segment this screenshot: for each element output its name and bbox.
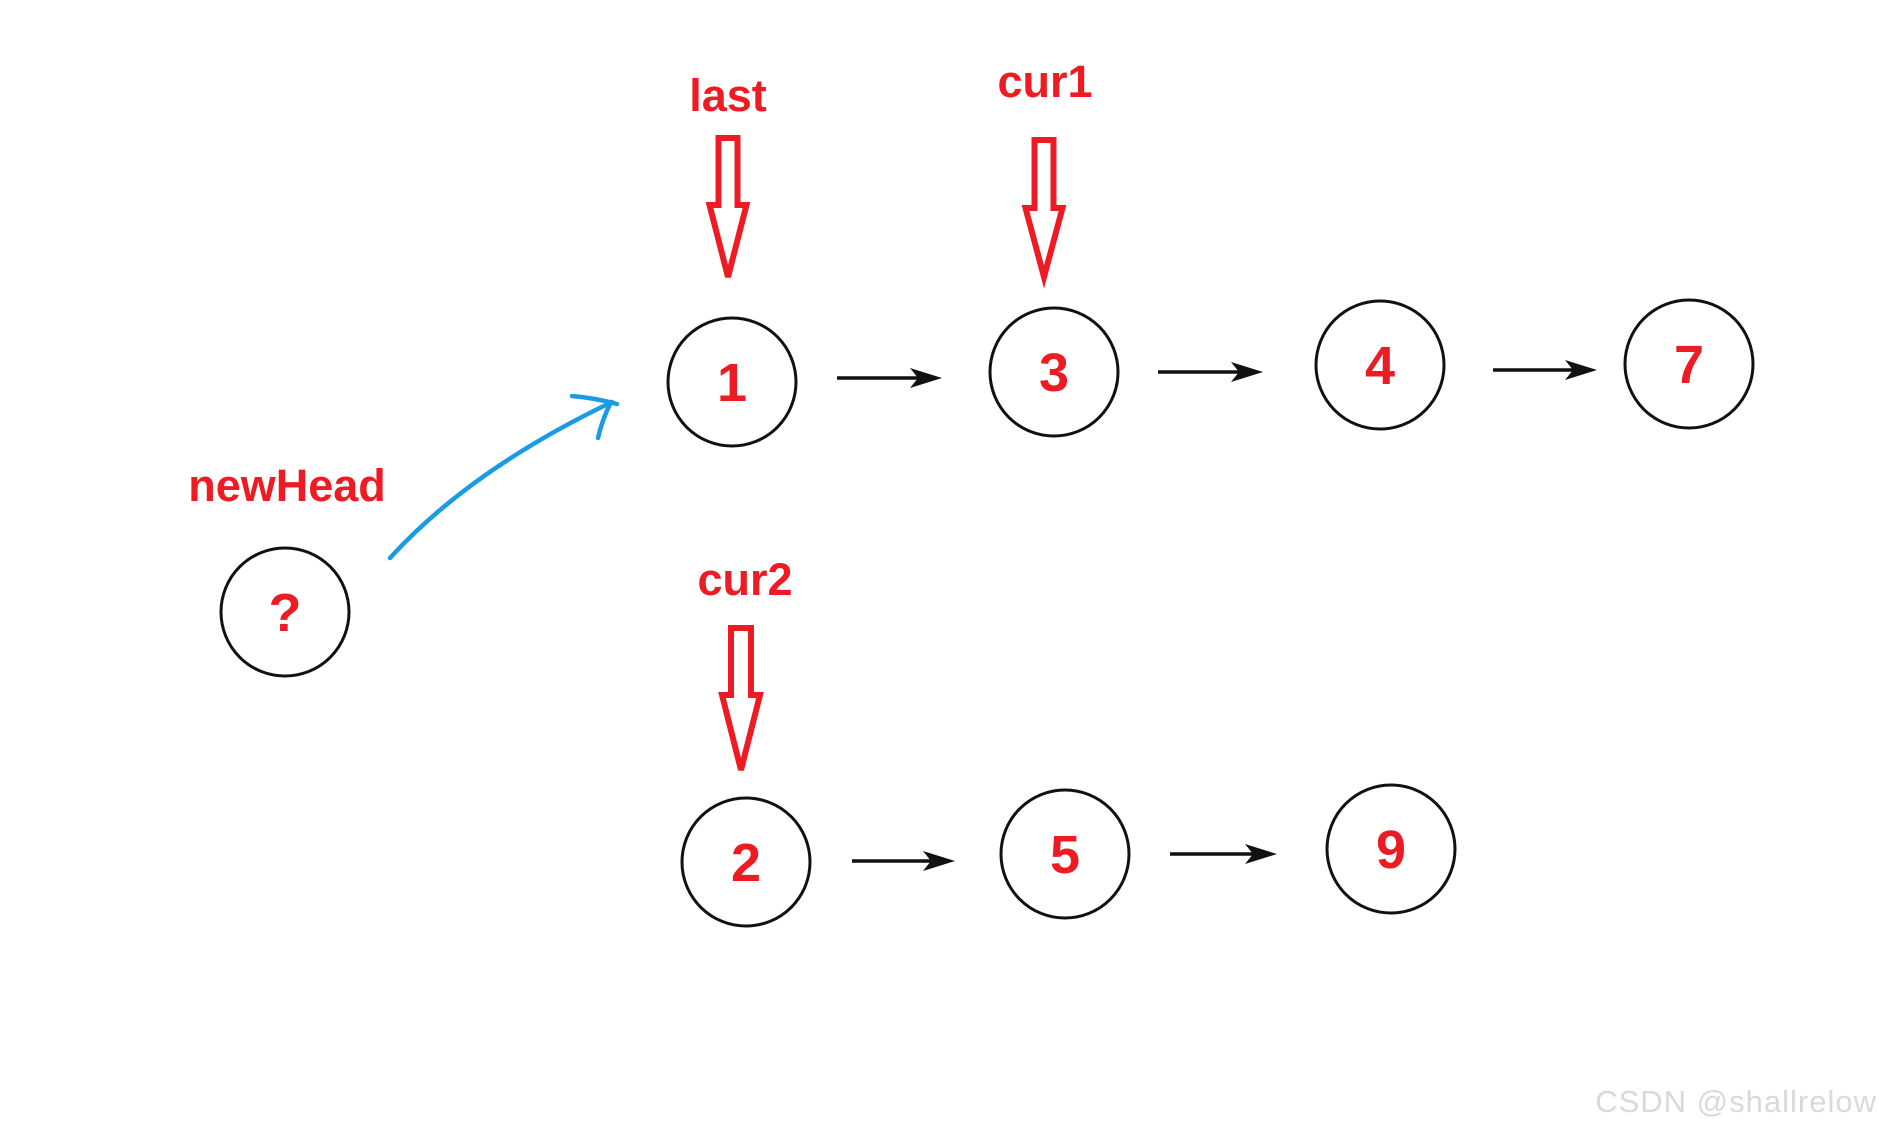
list1-node-4: 4	[1314, 299, 1446, 431]
link-arrow-1-to-3	[837, 368, 942, 388]
node-value: 4	[1365, 336, 1395, 396]
node-value: ?	[269, 583, 302, 643]
list2-node-5: 5	[999, 788, 1131, 920]
node-circle	[666, 316, 798, 448]
pointer-label-cur1: cur1	[997, 56, 1092, 107]
node-value: 5	[1050, 825, 1080, 885]
cur2-pointer-down-arrow-icon	[718, 625, 764, 771]
node-circle	[1314, 299, 1446, 431]
list1-node-7: 7	[1623, 298, 1755, 430]
node-circle	[219, 546, 351, 678]
node-circle	[1623, 298, 1755, 430]
pointer-label-newhead: newHead	[188, 460, 386, 511]
node-value: 2	[731, 833, 761, 893]
link-arrow-5-to-9	[1170, 844, 1277, 864]
node-value: 9	[1376, 820, 1406, 880]
pointer-label-cur2: cur2	[697, 554, 792, 605]
list1-node-1: 1	[666, 316, 798, 448]
pointer-label-last: last	[689, 70, 767, 121]
newhead-node: ?	[219, 546, 351, 678]
last-pointer-down-arrow-icon	[705, 135, 751, 278]
newhead-to-node1-hand-arrow	[387, 393, 620, 561]
node-value: 1	[717, 353, 747, 413]
watermark: CSDN @shallrelow	[1595, 1084, 1877, 1119]
node-value: 7	[1674, 335, 1704, 395]
list2-node-9: 9	[1325, 783, 1457, 915]
list2-node-2: 2	[680, 796, 812, 928]
cur1-pointer-down-arrow-icon	[1021, 137, 1067, 289]
node-circle	[988, 306, 1120, 438]
link-arrow-4-to-7	[1493, 360, 1597, 380]
node-circle	[999, 788, 1131, 920]
link-arrow-3-to-4	[1158, 362, 1263, 382]
node-value: 3	[1039, 343, 1069, 403]
link-arrow-2-to-5	[852, 851, 955, 871]
list1-node-3: 3	[988, 306, 1120, 438]
node-circle	[1325, 783, 1457, 915]
node-circle	[680, 796, 812, 928]
